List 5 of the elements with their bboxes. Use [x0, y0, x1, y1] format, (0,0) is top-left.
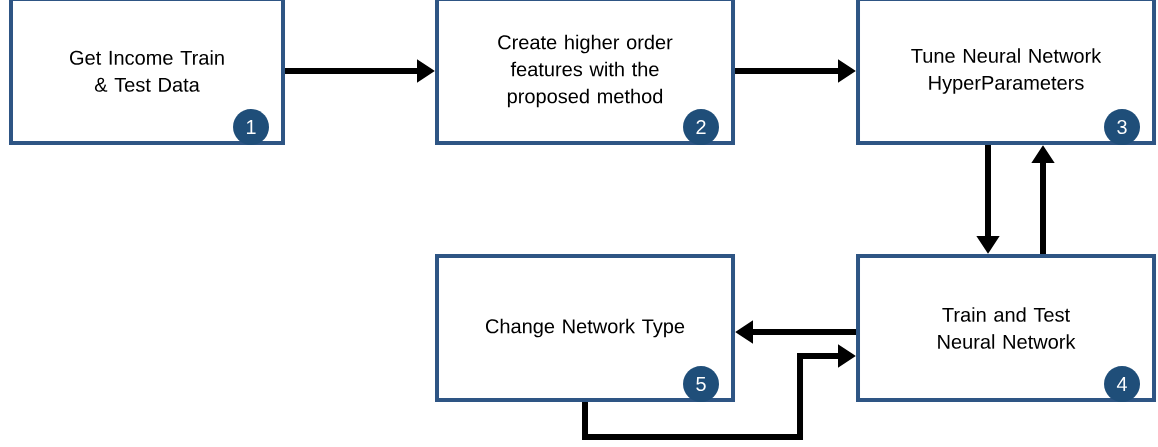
step-badge: 3 [1104, 109, 1140, 145]
step-badge: 4 [1104, 366, 1140, 402]
step-badge: 2 [683, 109, 719, 145]
step-badge: 1 [233, 109, 269, 145]
step-badge: 5 [683, 366, 719, 402]
